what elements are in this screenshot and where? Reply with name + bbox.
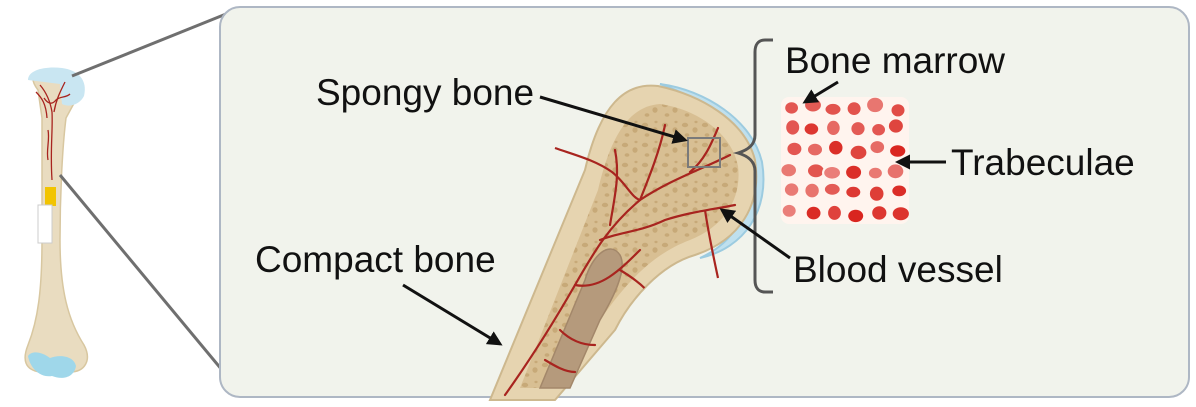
marrow-pore <box>803 181 821 200</box>
marrow-pore <box>844 184 863 200</box>
arrow-blood-vessel <box>719 208 791 260</box>
femur-vessels <box>35 81 71 181</box>
arrow-compact-bone <box>402 283 503 346</box>
marrow-pore <box>887 143 908 160</box>
trabeculae-closeup <box>781 97 909 224</box>
femur-zoom-marker <box>45 187 56 206</box>
marrow-pore <box>864 97 886 115</box>
marrow-pore <box>843 163 864 182</box>
label-spongy-bone: Spongy bone <box>316 72 534 113</box>
vessel-entering-left <box>554 146 641 202</box>
arrow-spongy-bone <box>539 95 688 144</box>
marrow-pore <box>826 138 845 157</box>
femur-head-cartilage <box>28 67 85 106</box>
marrow-pore <box>825 203 844 223</box>
marrow-pore <box>846 207 866 224</box>
marrow-pore <box>821 164 843 181</box>
marrow-pore <box>784 117 802 137</box>
marrow-pore <box>886 117 906 135</box>
marrow-pore <box>885 162 906 181</box>
marrow-cells <box>781 97 909 224</box>
marrow-pore <box>823 101 843 117</box>
marrow-pore <box>782 99 801 116</box>
marrow-cavity <box>538 248 623 389</box>
marrow-pore <box>824 118 842 138</box>
zoom-connector-bottom <box>58 174 234 383</box>
marrow-pore <box>782 181 801 199</box>
marrow-pore <box>805 141 825 158</box>
femur-thumbnail <box>24 67 89 378</box>
marrow-pore <box>804 204 823 222</box>
marrow-pore <box>781 202 798 219</box>
femur-condyle-cartilage <box>28 352 76 378</box>
label-trabeculae: Trabeculae <box>951 142 1135 183</box>
vessel-exiting-right <box>703 209 720 279</box>
arrow-bone-marrow <box>802 80 839 104</box>
marrow-pore <box>866 165 885 181</box>
marrow-pore <box>785 140 804 158</box>
marrow-pore <box>845 99 863 118</box>
label-blood-vessel: Blood vessel <box>793 249 1003 290</box>
marrow-pore <box>869 203 889 222</box>
zoom-bracket <box>732 38 773 294</box>
marrow-pore <box>805 162 827 180</box>
spongy-bone-zoom-box <box>687 137 721 168</box>
marrow-pore <box>890 183 909 199</box>
marrow-pore <box>802 121 821 137</box>
marrow-pore <box>849 119 867 138</box>
femur-cut-section <box>37 204 53 244</box>
marrow-pore <box>848 143 869 162</box>
zoom-connector-top <box>71 10 232 78</box>
marrow-pore <box>890 204 909 223</box>
label-bone-marrow: Bone marrow <box>785 40 1005 81</box>
marrow-pore <box>869 121 888 138</box>
marrow-pore <box>781 161 799 179</box>
femur-shaft <box>24 69 89 373</box>
marrow-pore <box>889 102 907 119</box>
blood-vessel-network <box>503 123 737 397</box>
bone-cross-section <box>488 83 765 401</box>
marrow-pore <box>867 184 886 203</box>
marrow-pore <box>822 181 842 197</box>
label-compact-bone: Compact bone <box>255 239 496 280</box>
marrow-pore <box>868 138 887 156</box>
